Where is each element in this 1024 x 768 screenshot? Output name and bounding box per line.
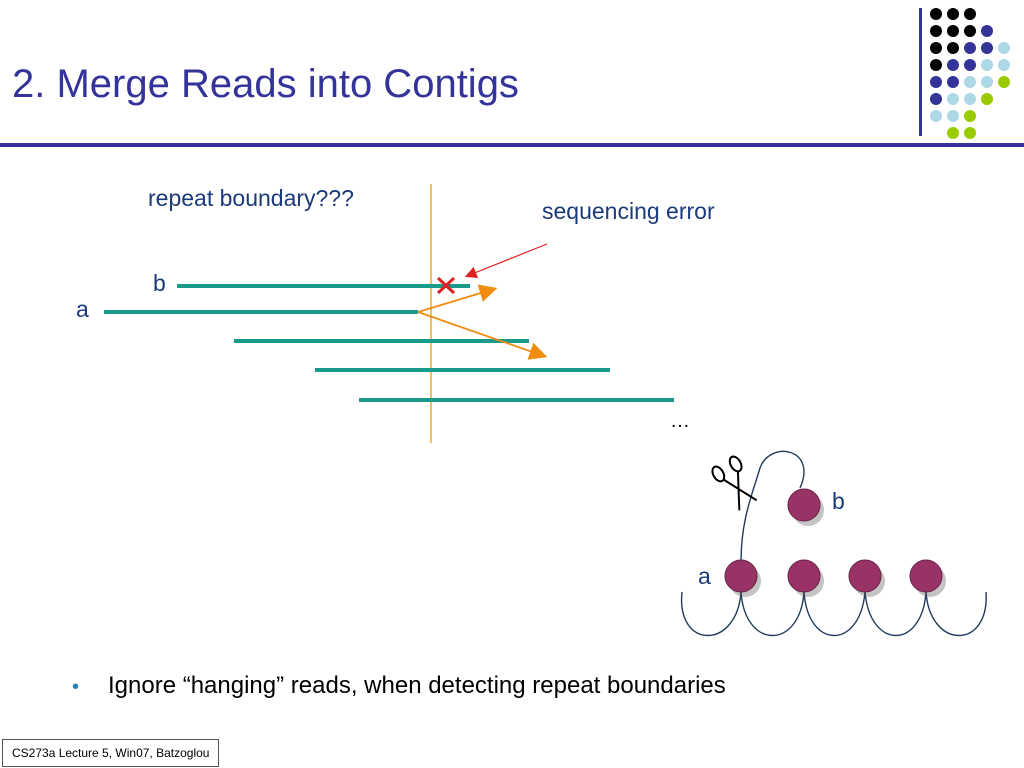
- title-divider: [0, 143, 1024, 147]
- graph-node: [787, 559, 824, 597]
- bullet-item: • Ignore “hanging” reads, when detecting …: [72, 672, 726, 700]
- more-reads-ellipsis: …: [670, 410, 690, 432]
- decorative-dot: [964, 110, 976, 122]
- branch-arrow-down: [417, 311, 548, 360]
- decorative-dot: [930, 76, 942, 88]
- decorative-dot: [947, 76, 959, 88]
- read-b-label: b: [153, 270, 166, 296]
- decorative-dot-grid: [926, 8, 1024, 139]
- decorative-dot: [964, 59, 976, 71]
- decorative-dot: [981, 59, 993, 71]
- decorative-dot: [998, 59, 1010, 71]
- corner-divider: [919, 8, 922, 136]
- decorative-dot: [930, 42, 942, 54]
- decorative-dot: [981, 42, 993, 54]
- decorative-dot: [964, 8, 976, 20]
- decorative-dot: [981, 93, 993, 105]
- graph-edges: [680, 450, 987, 637]
- bullet-text: Ignore “hanging” reads, when detecting r…: [108, 672, 726, 699]
- decorative-dot: [930, 8, 942, 20]
- error-pointer-arrow: [464, 243, 548, 279]
- decorative-dot: [947, 8, 959, 20]
- slide-footer: CS273a Lecture 5, Win07, Batzoglou: [2, 739, 220, 767]
- decorative-dot: [947, 93, 959, 105]
- decorative-dot: [998, 76, 1010, 88]
- decorative-dot: [998, 42, 1010, 54]
- graph-node-a-label: a: [698, 563, 711, 589]
- sequencing-error-label: sequencing error: [542, 198, 715, 224]
- decorative-dot: [964, 76, 976, 88]
- decorative-dot: [930, 93, 942, 105]
- decorative-dot: [947, 59, 959, 71]
- decorative-dot: [964, 93, 976, 105]
- repeat-boundary-label: repeat boundary???: [148, 185, 354, 211]
- decorative-dot: [981, 25, 993, 37]
- graph-node-b-label: b: [832, 488, 845, 514]
- cross-mark-icon: [436, 276, 456, 295]
- decorative-dot: [930, 110, 942, 122]
- graph-node: [848, 559, 885, 597]
- graph-node: [909, 559, 946, 597]
- decorative-dot: [964, 42, 976, 54]
- slide-title: 2. Merge Reads into Contigs: [12, 62, 519, 106]
- branch-arrow-up: [417, 284, 498, 313]
- decorative-dot: [930, 25, 942, 37]
- decorative-dot: [947, 42, 959, 54]
- decorative-dot: [947, 25, 959, 37]
- graph-node-b: [787, 488, 824, 526]
- decorative-dot: [964, 127, 976, 139]
- decorative-dot: [930, 59, 942, 71]
- decorative-dot: [964, 25, 976, 37]
- decorative-dot: [947, 110, 959, 122]
- decorative-dot: [981, 76, 993, 88]
- read-a-label: a: [76, 296, 89, 322]
- bullet-marker: •: [72, 676, 80, 698]
- scissors-icon: [711, 455, 758, 511]
- decorative-dot: [947, 127, 959, 139]
- graph-node-a: [724, 559, 761, 597]
